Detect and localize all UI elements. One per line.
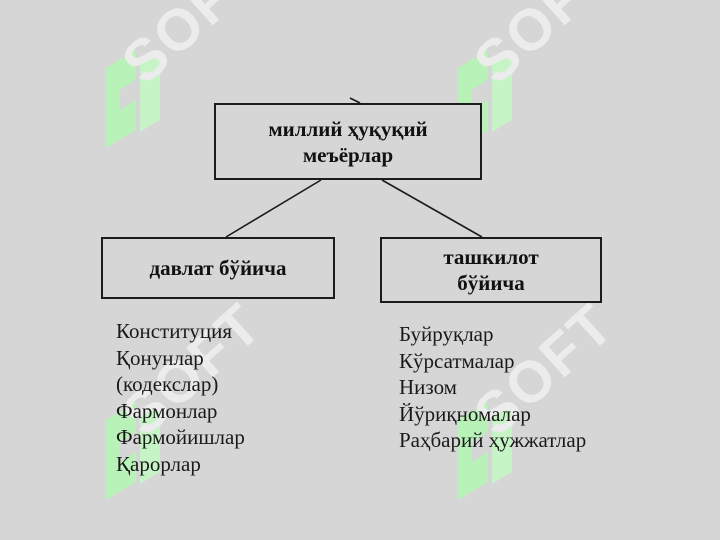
organization-documents-list: Буйруқлар Кўрсатмалар Низом Йўриқномалар… bbox=[399, 321, 586, 454]
root-node-box: миллий ҳуқуқий меъёрлар bbox=[214, 103, 482, 180]
list-item: Раҳбарий ҳужжатлар bbox=[399, 428, 587, 452]
list-item: Йўриқномалар bbox=[399, 401, 531, 426]
list-item: Низом bbox=[399, 375, 457, 399]
list-item: Буйруқлар bbox=[399, 322, 494, 346]
connector-state bbox=[225, 179, 322, 238]
list-item: Фармонлар bbox=[116, 398, 218, 423]
root-top-tick bbox=[349, 97, 361, 104]
state-branch-box: давлат бўйича bbox=[101, 237, 335, 299]
organization-branch-label: ташкилот бўйича bbox=[443, 245, 539, 295]
list-item: Фармойишлар bbox=[116, 425, 245, 449]
state-documents-list: Конституция Қонунлар (кодекслар) Фармонл… bbox=[116, 318, 245, 477]
organization-branch-box: ташкилот бўйича bbox=[380, 237, 602, 303]
list-item: Қарорлар bbox=[116, 451, 201, 476]
list-item: Кўрсатмалар bbox=[399, 348, 515, 373]
state-branch-label: давлат бўйича bbox=[149, 256, 287, 280]
list-item: Конституция bbox=[116, 319, 232, 343]
list-item: Қонунлар bbox=[116, 345, 204, 370]
root-node-label: миллий ҳуқуқий меъёрлар bbox=[268, 116, 428, 167]
list-item: (кодекслар) bbox=[116, 372, 219, 396]
connector-organization bbox=[381, 179, 483, 238]
